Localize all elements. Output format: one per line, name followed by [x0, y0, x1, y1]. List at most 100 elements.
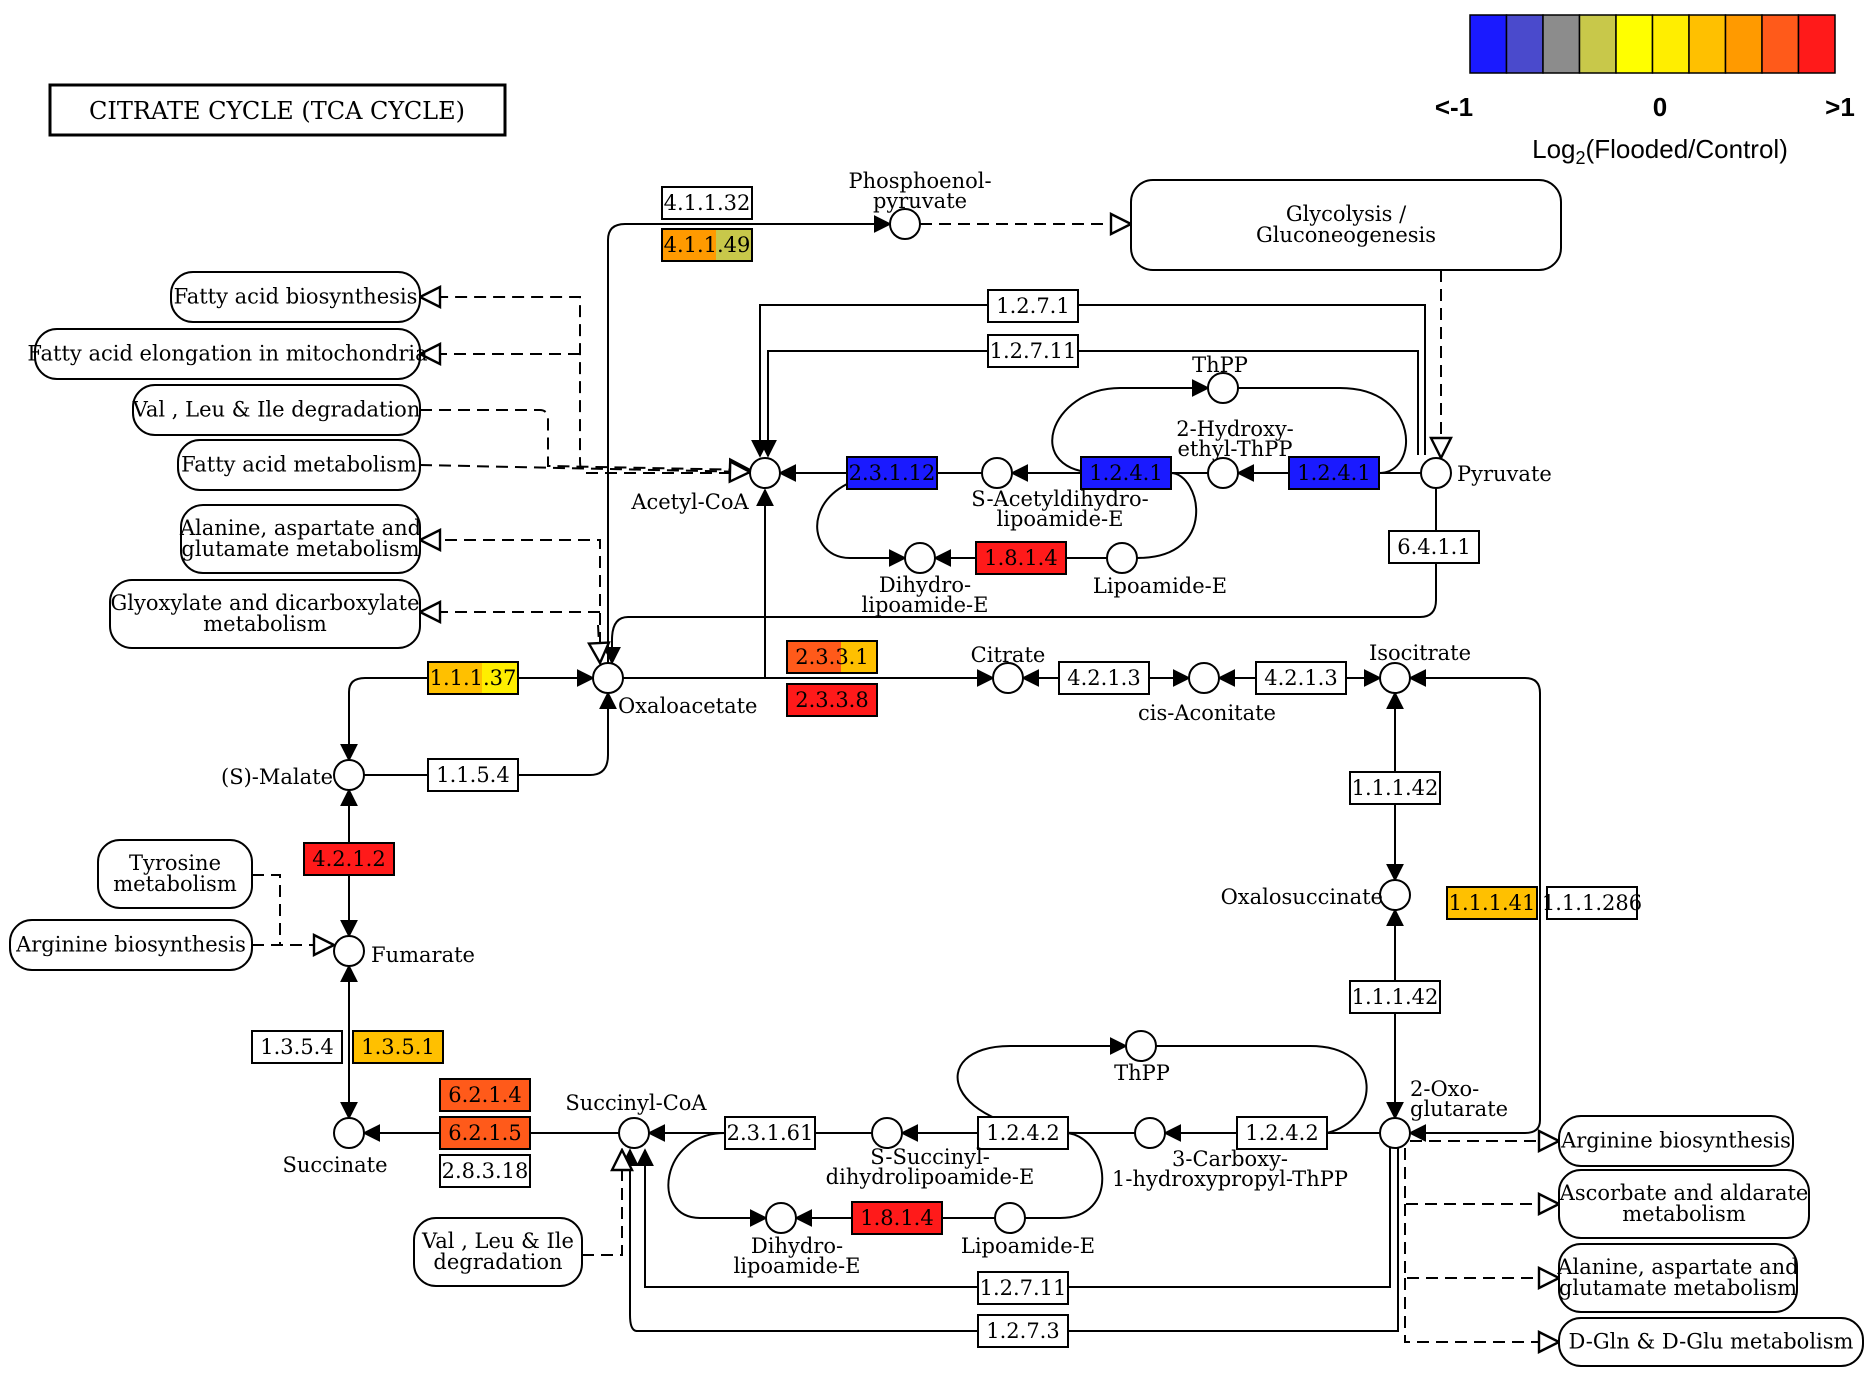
- pathway-label: Glyoxylate and dicarboxylate: [110, 591, 419, 615]
- pathway-fa-elong[interactable]: Fatty acid elongation in mitochondria: [27, 328, 428, 380]
- enzyme-box[interactable]: 2.3.3.8: [786, 683, 878, 717]
- pathway-label: Alanine, aspartate and: [1556, 1255, 1798, 1279]
- enzyme-label: 1.1.1.37: [430, 666, 517, 690]
- pathway-dgln[interactable]: D-Gln & D-Glu metabolism: [1558, 1317, 1864, 1367]
- reaction-line: [1404, 1204, 1559, 1278]
- enzyme-box[interactable]: 6.2.1.4: [439, 1078, 531, 1112]
- enzyme-label: 1.1.5.4: [436, 763, 509, 787]
- compound-thpp-bot[interactable]: ThPP: [1114, 1030, 1170, 1085]
- legend-swatch: [1469, 14, 1508, 74]
- enzyme-label: 1.1.1.41: [1449, 891, 1536, 915]
- compound-carboxy[interactable]: 3-Carboxy-1-hydroxypropyl-ThPP: [1112, 1117, 1348, 1191]
- enzyme-box[interactable]: 1.2.4.2: [1236, 1116, 1328, 1150]
- compound-label: Lipoamide-E: [1093, 574, 1227, 598]
- enzyme-box[interactable]: 4.1.1.49: [661, 228, 753, 262]
- compound-ssuccinyl[interactable]: S-Succinyl-dihydrolipoamide-E: [826, 1117, 1035, 1189]
- enzyme-box[interactable]: 1.8.1.4: [975, 541, 1067, 575]
- reaction-line: [603, 488, 1437, 665]
- compound-label: 3-Carboxy-: [1172, 1147, 1288, 1171]
- enzyme-box[interactable]: 1.3.5.1: [352, 1030, 444, 1064]
- enzyme-box[interactable]: 1.2.4.1: [1080, 456, 1172, 490]
- enzyme-box[interactable]: 1.2.7.3: [977, 1314, 1069, 1348]
- pathway-label: glutamate metabolism: [1559, 1276, 1797, 1300]
- enzyme-box[interactable]: 1.1.1.286: [1542, 886, 1642, 920]
- compound-sacetyl[interactable]: S-Acetyldihydro-lipoamide-E: [971, 457, 1149, 531]
- pathway-label: metabolism: [1622, 1202, 1746, 1226]
- enzyme-box[interactable]: 4.2.1.2: [303, 842, 395, 876]
- compound-label: ethyl-ThPP: [1177, 437, 1292, 461]
- enzyme-box[interactable]: 4.2.1.3: [1255, 661, 1347, 695]
- pathway-val-top[interactable]: Val , Leu & Ile degradation: [132, 384, 421, 436]
- enzyme-box[interactable]: 1.2.4.1: [1288, 456, 1380, 490]
- enzyme-box[interactable]: 1.2.7.11: [977, 1271, 1069, 1305]
- enzyme-box[interactable]: 2.3.3.1: [786, 640, 878, 674]
- enzyme-box[interactable]: 2.8.3.18: [439, 1154, 531, 1188]
- compound-label: Fumarate: [371, 943, 475, 967]
- enzyme-label: 1.2.7.11: [990, 339, 1077, 363]
- compound-succinylcoa[interactable]: Succinyl-CoA: [565, 1091, 707, 1149]
- compound-malate[interactable]: (S)-Malate: [221, 759, 365, 791]
- compound-label: Citrate: [971, 643, 1046, 667]
- compound-dihydro-bot[interactable]: Dihydro-lipoamide-E: [734, 1202, 861, 1278]
- pathway-fa-biosyn[interactable]: Fatty acid biosynthesis: [170, 271, 421, 323]
- compound-cisaconitate[interactable]: cis-Aconitate: [1138, 662, 1276, 725]
- enzyme-label: 1.3.5.1: [361, 1035, 434, 1059]
- enzyme-box[interactable]: 2.3.1.61: [724, 1116, 816, 1150]
- enzyme-label: 1.2.4.1: [1297, 461, 1370, 485]
- pathway-fa-metab[interactable]: Fatty acid metabolism: [177, 439, 421, 491]
- enzyme-box[interactable]: 1.1.1.37: [427, 661, 519, 695]
- compound-oxalosuccinate[interactable]: Oxalosuccinate: [1221, 879, 1411, 911]
- reaction-line: [1051, 379, 1210, 474]
- compound-acetylcoa[interactable]: Acetyl-CoA: [630, 457, 781, 514]
- enzyme-box[interactable]: 1.1.1.42: [1349, 980, 1441, 1014]
- compound-lipoamide-top[interactable]: Lipoamide-E: [1093, 542, 1227, 598]
- enzyme-box[interactable]: 1.3.5.4: [251, 1030, 343, 1064]
- compound-lipoamide-bot[interactable]: Lipoamide-E: [961, 1202, 1095, 1258]
- enzyme-box[interactable]: 1.1.5.4: [427, 758, 519, 792]
- compound-thpp-top[interactable]: ThPP: [1192, 353, 1248, 404]
- legend-axis-label: Log2(Flooded/Control): [1532, 134, 1788, 168]
- legend-swatch: [1797, 14, 1836, 74]
- enzyme-label: 1.1.1.42: [1352, 776, 1439, 800]
- enzyme-box[interactable]: 2.3.1.12: [846, 456, 938, 490]
- compound-oxoglutarate[interactable]: 2-Oxo-glutarate: [1379, 1077, 1508, 1149]
- pathway-arg-right[interactable]: Arginine biosynthesis: [1558, 1115, 1794, 1167]
- enzyme-box[interactable]: 1.1.1.42: [1349, 771, 1441, 805]
- reaction-line: [420, 297, 750, 474]
- enzyme-box[interactable]: 6.4.1.1: [1388, 530, 1480, 564]
- enzyme-box[interactable]: 6.2.1.5: [439, 1116, 531, 1150]
- compound-label: (S)-Malate: [221, 765, 333, 789]
- enzyme-box[interactable]: 1.1.1.41: [1446, 886, 1538, 920]
- compound-dihydro-top[interactable]: Dihydro-lipoamide-E: [862, 542, 989, 617]
- compound-fumarate[interactable]: Fumarate: [333, 935, 475, 967]
- compound-succinate[interactable]: Succinate: [282, 1117, 388, 1177]
- legend-swatch: [1724, 14, 1763, 74]
- enzyme-box[interactable]: 1.2.7.1: [987, 289, 1079, 323]
- compound-label: Phosphoenol-: [848, 169, 991, 193]
- enzyme-box[interactable]: 4.1.1.32: [661, 186, 753, 220]
- compound-hydroxyethyl[interactable]: 2-Hydroxy-ethyl-ThPP: [1176, 417, 1294, 489]
- pathway-label: metabolism: [113, 872, 237, 896]
- pathway-glycolysis[interactable]: Glycolysis /Gluconeogenesis: [1130, 179, 1562, 271]
- compound-isocitrate[interactable]: Isocitrate: [1369, 641, 1471, 694]
- compound-pyruvate[interactable]: Pyruvate: [1420, 457, 1552, 489]
- compound-oxaloacetate[interactable]: Oxaloacetate: [592, 662, 757, 718]
- enzyme-box[interactable]: 4.2.1.3: [1058, 661, 1150, 695]
- compound-pep[interactable]: Phosphoenol-pyruvate: [848, 169, 992, 240]
- enzyme-label: 4.2.1.3: [1067, 666, 1140, 690]
- enzyme-box[interactable]: 1.8.1.4: [851, 1201, 943, 1235]
- enzyme-box[interactable]: 1.2.4.2: [977, 1116, 1069, 1150]
- enzyme-label: 4.2.1.2: [312, 847, 385, 871]
- enzyme-label: 4.2.1.3: [1264, 666, 1337, 690]
- enzyme-box[interactable]: 1.2.7.11: [987, 334, 1079, 368]
- compound-citrate[interactable]: Citrate: [971, 643, 1046, 694]
- reaction-line: [582, 1150, 622, 1256]
- pathway-arg-left[interactable]: Arginine biosynthesis: [9, 919, 253, 971]
